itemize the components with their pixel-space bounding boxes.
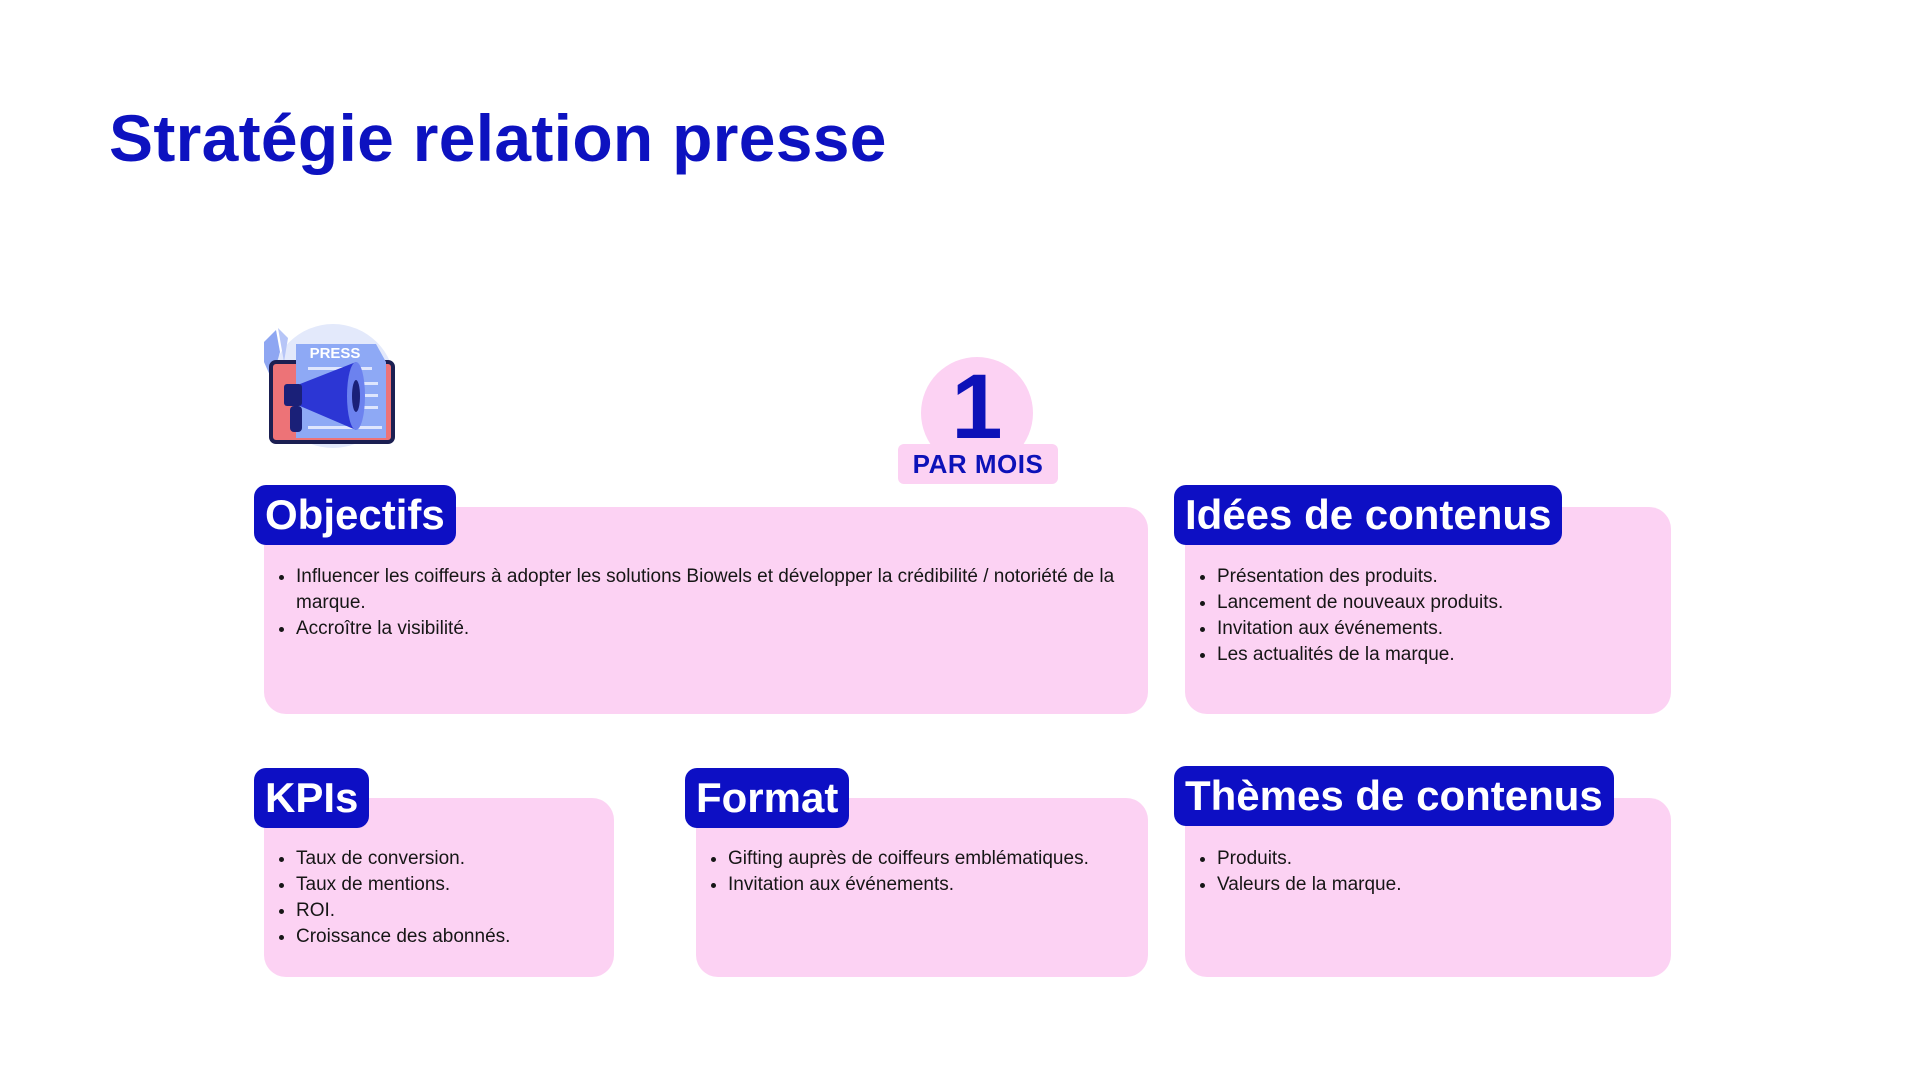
objectifs-heading: Objectifs	[254, 485, 456, 545]
list-item: Influencer les coiffeurs à adopter les s…	[296, 564, 1136, 616]
kpis-list: Taux de conversion. Taux de mentions. RO…	[264, 846, 626, 950]
list-item: Lancement de nouveaux produits.	[1217, 590, 1687, 616]
page-title: Stratégie relation presse	[109, 101, 887, 175]
megaphone-bell-inner	[352, 380, 360, 412]
list-item: Taux de conversion.	[296, 846, 626, 872]
illustration-leaf	[264, 330, 280, 380]
idees-list: Présentation des produits. Lancement de …	[1185, 564, 1687, 668]
list-item: Les actualités de la marque.	[1217, 642, 1687, 668]
themes-list: Produits. Valeurs de la marque.	[1185, 846, 1687, 898]
megaphone-handle	[290, 406, 302, 432]
frequency-label: PAR MOIS	[898, 444, 1058, 484]
press-label: PRESS	[310, 345, 361, 362]
list-item: Croissance des abonnés.	[296, 924, 626, 950]
megaphone-mouth	[284, 384, 302, 406]
list-item: Invitation aux événements.	[728, 872, 1168, 898]
list-item: Invitation aux événements.	[1217, 616, 1687, 642]
idees-heading: Idées de contenus	[1174, 485, 1563, 545]
list-item: Valeurs de la marque.	[1217, 872, 1687, 898]
illustration-leaf	[278, 328, 288, 362]
megaphone-body	[300, 362, 356, 430]
themes-card	[1185, 798, 1671, 977]
list-item: Gifting auprès de coiffeurs emblématique…	[728, 846, 1168, 872]
format-heading: Format	[685, 768, 850, 828]
list-item: Présentation des produits.	[1217, 564, 1687, 590]
themes-heading: Thèmes de contenus	[1174, 766, 1614, 826]
objectifs-list: Influencer les coiffeurs à adopter les s…	[264, 564, 1136, 642]
list-item: Produits.	[1217, 846, 1687, 872]
list-item: Taux de mentions.	[296, 872, 626, 898]
kpis-heading: KPIs	[254, 768, 370, 828]
press-megaphone-icon: PRESS	[264, 324, 395, 448]
list-item: ROI.	[296, 898, 626, 924]
frequency-number: 1	[951, 356, 1003, 458]
format-list: Gifting auprès de coiffeurs emblématique…	[696, 846, 1168, 898]
list-item: Accroître la visibilité.	[296, 616, 1136, 642]
sheet-line	[308, 426, 382, 429]
